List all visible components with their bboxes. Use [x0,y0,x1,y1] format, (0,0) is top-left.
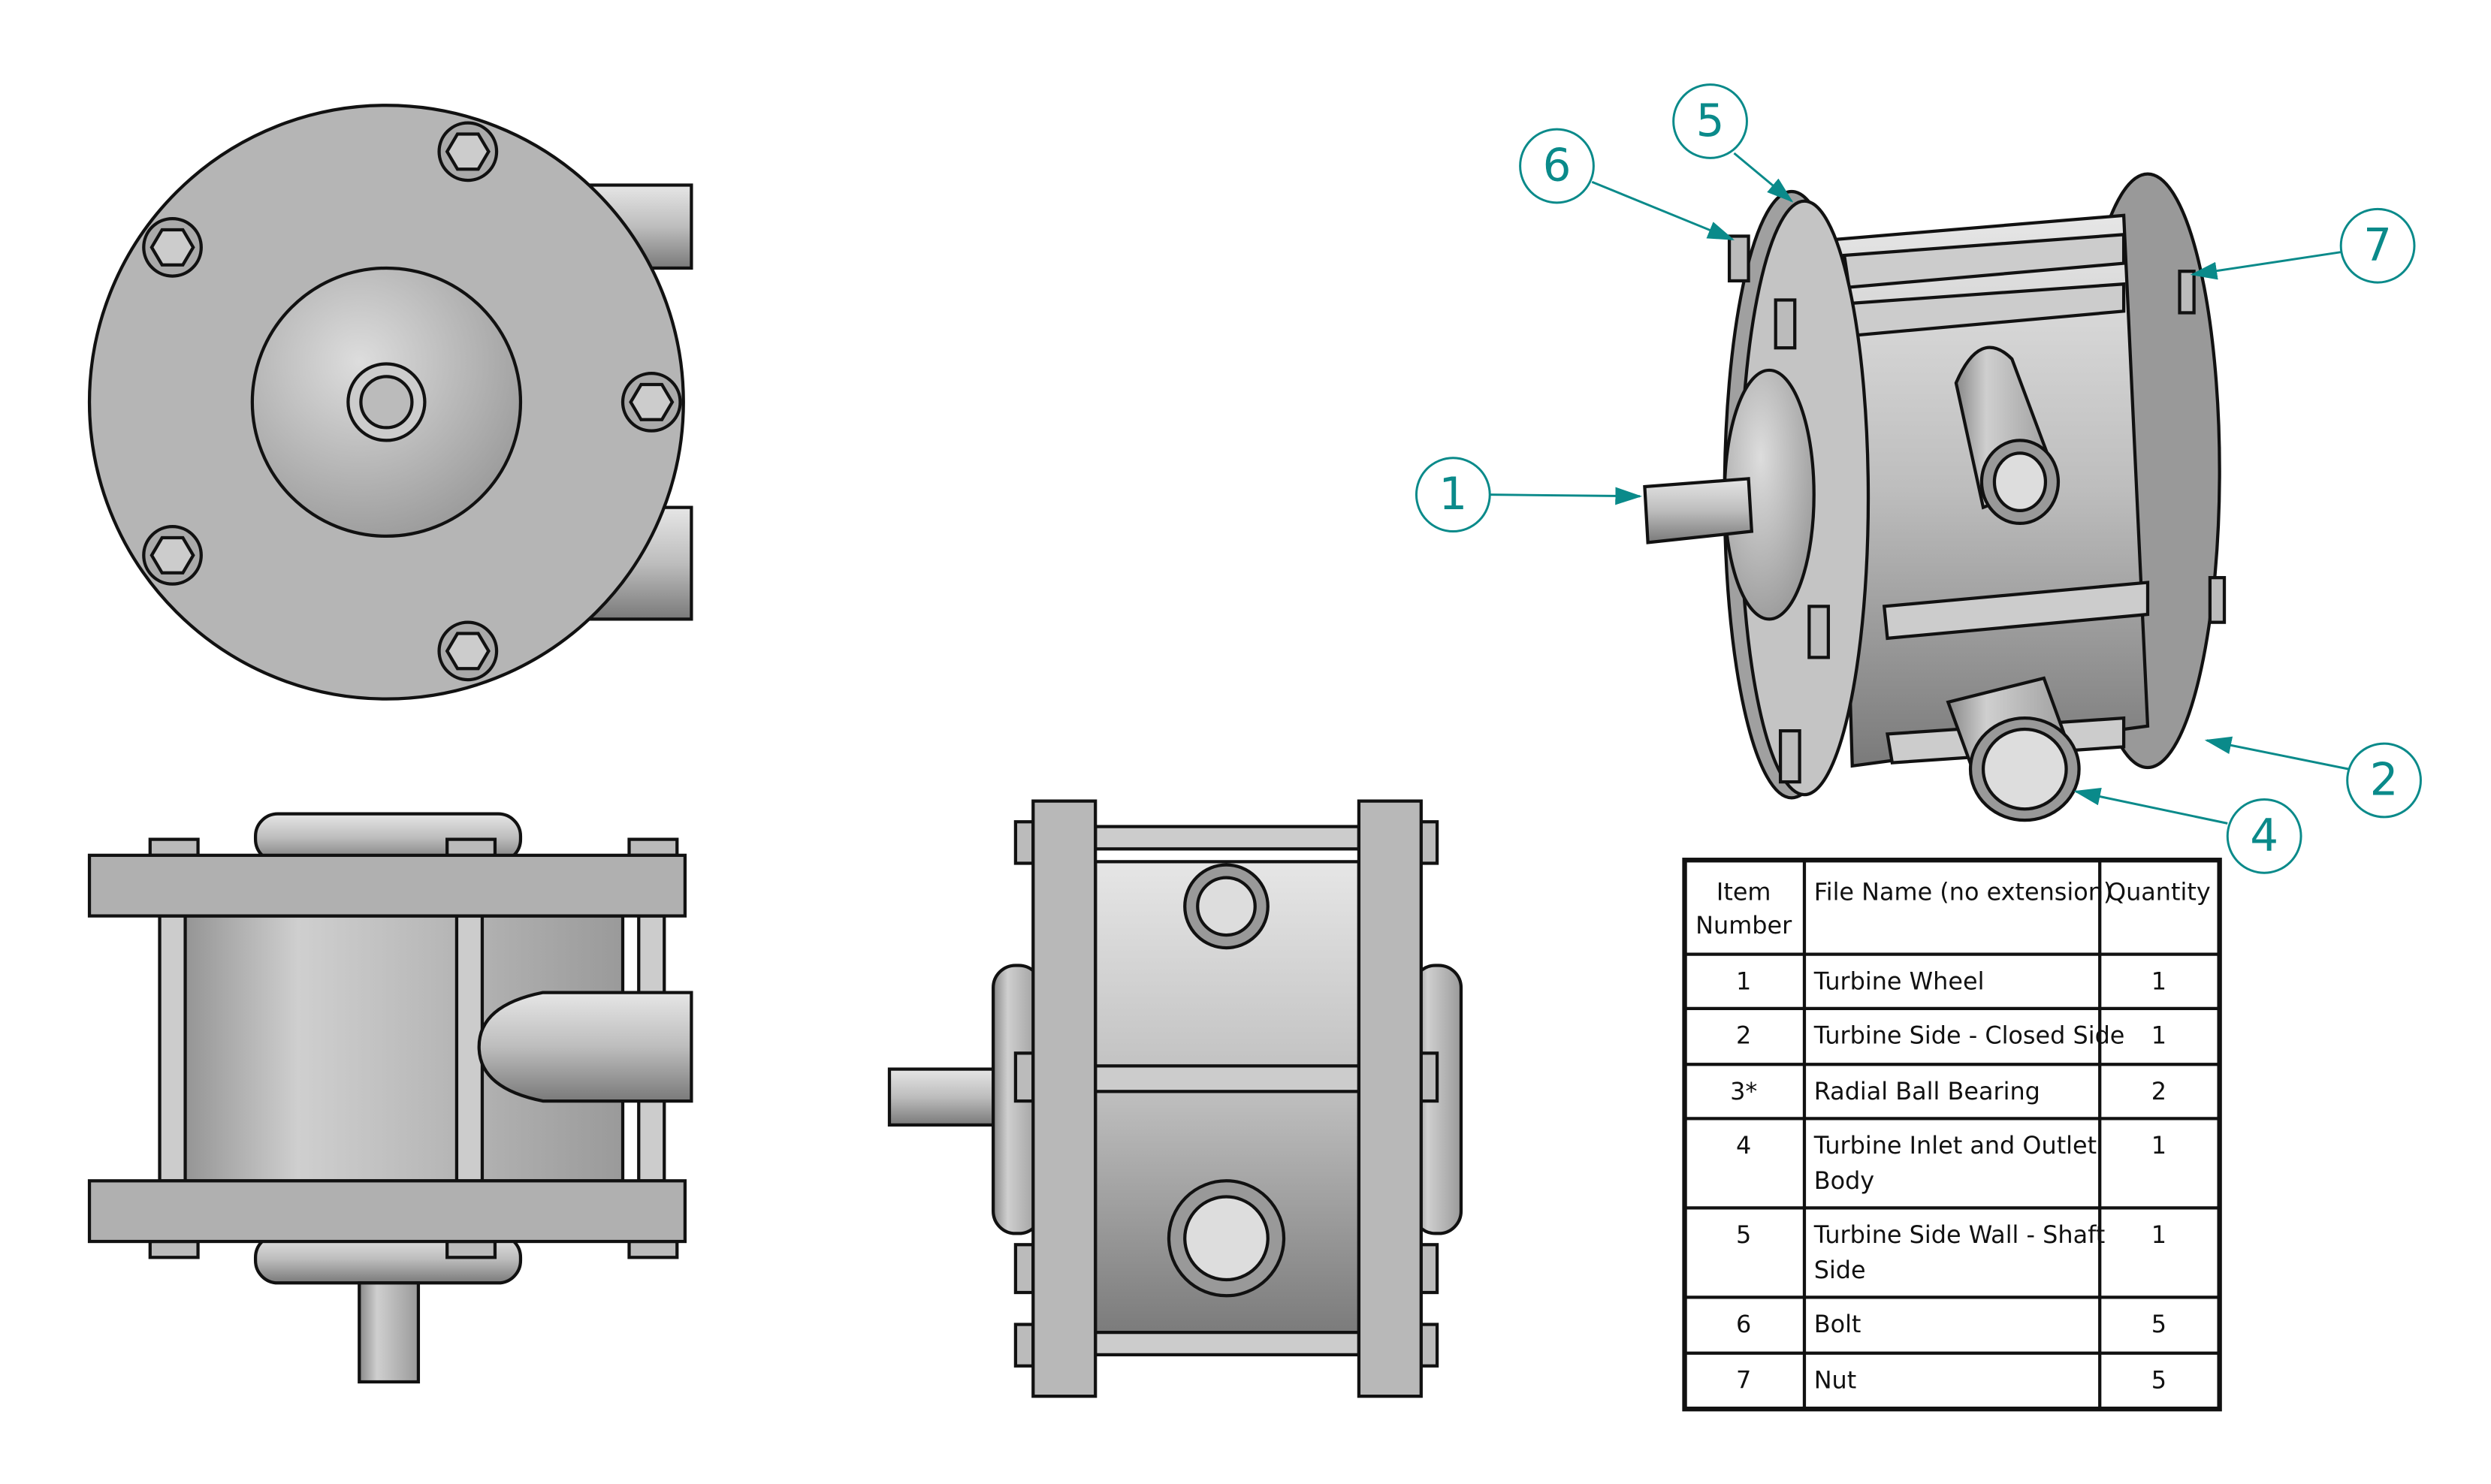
front-view [87,104,693,701]
svg-text:2: 2 [2370,755,2399,807]
bill-of-materials-table: Item Number File Name (no extension) Qua… [1682,858,2222,1412]
header-quantity: Quantity [2107,877,2211,906]
file-name: Turbine Inlet and Outlet [1813,1131,2097,1160]
balloon-6: 6 [1519,128,1595,204]
header-file-name: File Name (no extension) [1814,877,2113,906]
svg-text:1: 1 [1439,469,1467,520]
balloon-7: 7 [2339,207,2416,284]
file-name-cont: Body [1814,1166,1874,1195]
item-number: 1 [1736,967,1751,995]
table-row: 1 Turbine Wheel 1 [1736,967,2166,995]
balloon-5: 5 [1672,83,1748,159]
item-number: 6 [1736,1310,1751,1338]
file-name: Turbine Side Wall - Shaft [1813,1220,2106,1249]
table-row: 7 Nut 5 [1736,1366,2166,1395]
svg-text:5: 5 [1696,95,1725,147]
header-item-number: Item [1717,877,1771,906]
quantity: 1 [2151,1021,2166,1050]
item-number: 2 [1736,1021,1751,1050]
item-number: 3* [1730,1077,1757,1105]
file-name: Turbine Side - Closed Side [1813,1021,2125,1050]
quantity: 5 [2151,1310,2166,1338]
header-item-number-2: Number [1695,911,1792,940]
file-name: Bolt [1814,1310,1861,1338]
side-view [87,812,693,1384]
item-number: 4 [1736,1131,1751,1160]
file-name: Radial Ball Bearing [1814,1077,2040,1105]
quantity: 1 [2151,1131,2166,1160]
quantity: 2 [2151,1077,2166,1105]
item-number: 7 [1736,1366,1751,1395]
isometric-view [1643,172,2227,822]
item-number: 5 [1736,1220,1751,1249]
quantity: 1 [2151,967,2166,995]
file-name: Turbine Wheel [1813,967,1985,995]
callouts: 6 5 7 1 2 4 [1415,83,2422,874]
balloon-1: 1 [1415,457,1491,533]
table-row: 2 Turbine Side - Closed Side 1 [1736,1021,2166,1050]
table-row: 3* Radial Ball Bearing 2 [1730,1077,2166,1105]
balloon-4: 4 [2226,798,2302,874]
svg-text:6: 6 [1543,140,1572,192]
top-view [887,799,1463,1398]
file-name-cont: Side [1814,1256,1866,1284]
table-row: 6 Bolt 5 [1736,1310,2166,1338]
quantity: 5 [2151,1366,2166,1395]
file-name: Nut [1814,1366,1857,1395]
svg-text:4: 4 [2250,810,2278,862]
balloon-2: 2 [2346,742,2422,819]
bolt-heads [142,121,682,682]
svg-text:7: 7 [2363,220,2392,272]
quantity: 1 [2151,1220,2166,1249]
